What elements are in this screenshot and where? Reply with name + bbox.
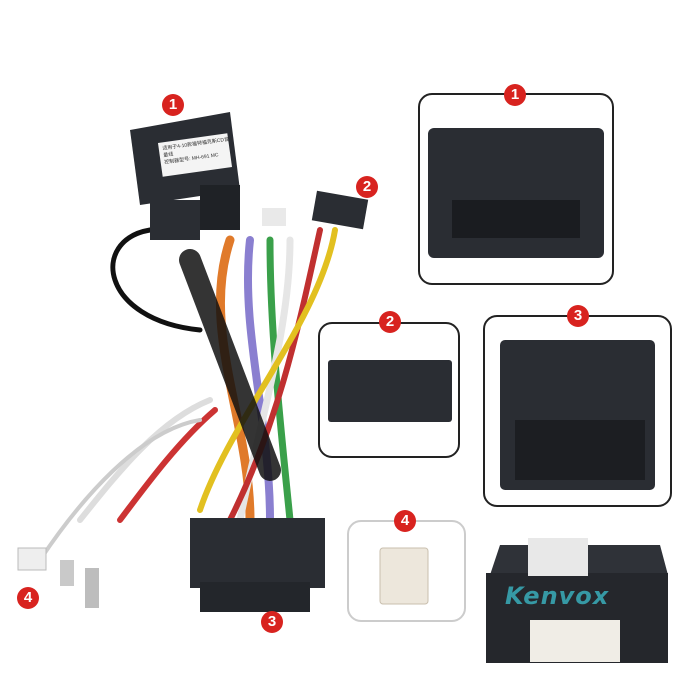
control-module	[486, 538, 668, 663]
connector-1-module	[130, 112, 240, 240]
wire-bundle	[38, 227, 338, 562]
connector-3-plug	[190, 518, 325, 612]
rca-plug	[85, 568, 99, 608]
rca-plug	[60, 560, 74, 586]
detail-panel-4	[347, 520, 466, 622]
detail-panel-1	[418, 93, 614, 285]
callout-badge-3: 3	[261, 611, 283, 633]
callout-badge-2: 2	[356, 176, 378, 198]
callout-badge-2-detail: 2	[379, 311, 401, 333]
callout-badge-1-detail: 1	[504, 84, 526, 106]
callout-badge-1: 1	[162, 94, 184, 116]
kenvox-watermark: Kenvox	[505, 582, 610, 610]
connector-4-plug	[17, 547, 47, 571]
callout-badge-3-detail: 3	[567, 305, 589, 327]
connector-2-plug	[311, 190, 369, 230]
callout-badge-4: 4	[17, 587, 39, 609]
detail-panel-2	[318, 322, 460, 458]
detail-panel-3	[483, 315, 672, 507]
callout-badge-4-detail: 4	[394, 510, 416, 532]
white-plug-top	[262, 208, 286, 226]
